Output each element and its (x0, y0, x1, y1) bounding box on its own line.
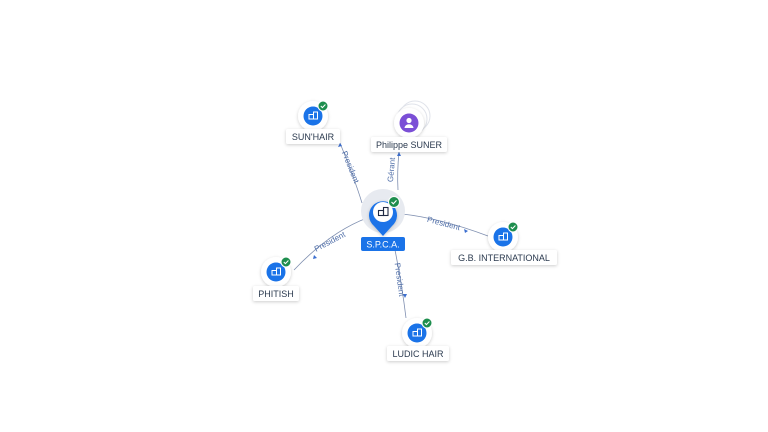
verified-check-icon (280, 256, 292, 268)
node-sunhair[interactable]: SUN'HAIR (286, 100, 340, 144)
center-label-box (361, 237, 405, 251)
verified-check-icon (421, 317, 433, 329)
node-phitish[interactable]: PHITISH (253, 256, 299, 301)
node-suner[interactable]: Philippe SUNER (371, 100, 447, 152)
node-label: G.B. INTERNATIONAL (458, 253, 550, 263)
edge-suner: Gérant (386, 151, 401, 191)
center-label: S.P.C.A. (366, 240, 399, 250)
edge-ludic: President (393, 249, 407, 319)
verified-check-icon (317, 100, 329, 112)
company-icon (498, 232, 508, 241)
company-icon (271, 267, 281, 276)
node-label: Philippe SUNER (376, 140, 443, 150)
edge-label: President (313, 230, 348, 254)
node-label: LUDIC HAIR (392, 349, 444, 359)
node-gb[interactable]: G.B. INTERNATIONAL (451, 221, 557, 265)
edge-label: Gérant (386, 156, 397, 182)
edge-phitish: President (293, 217, 368, 271)
edge-label: President (340, 150, 361, 185)
edge-gb: President (401, 213, 489, 237)
edge-label: President (393, 262, 407, 297)
person-icon (404, 117, 414, 128)
edge-label: President (426, 215, 462, 233)
node-ludic[interactable]: LUDIC HAIR (387, 317, 449, 361)
company-icon (412, 328, 422, 337)
company-icon (308, 111, 318, 120)
verified-check-icon (388, 196, 400, 208)
verified-check-icon (507, 221, 519, 233)
edge-sunhair: President (338, 142, 363, 204)
company-icon (377, 206, 389, 217)
node-label: SUN'HAIR (292, 132, 335, 142)
center-node[interactable]: S.P.C.A. (361, 189, 405, 251)
node-label: PHITISH (258, 289, 294, 299)
